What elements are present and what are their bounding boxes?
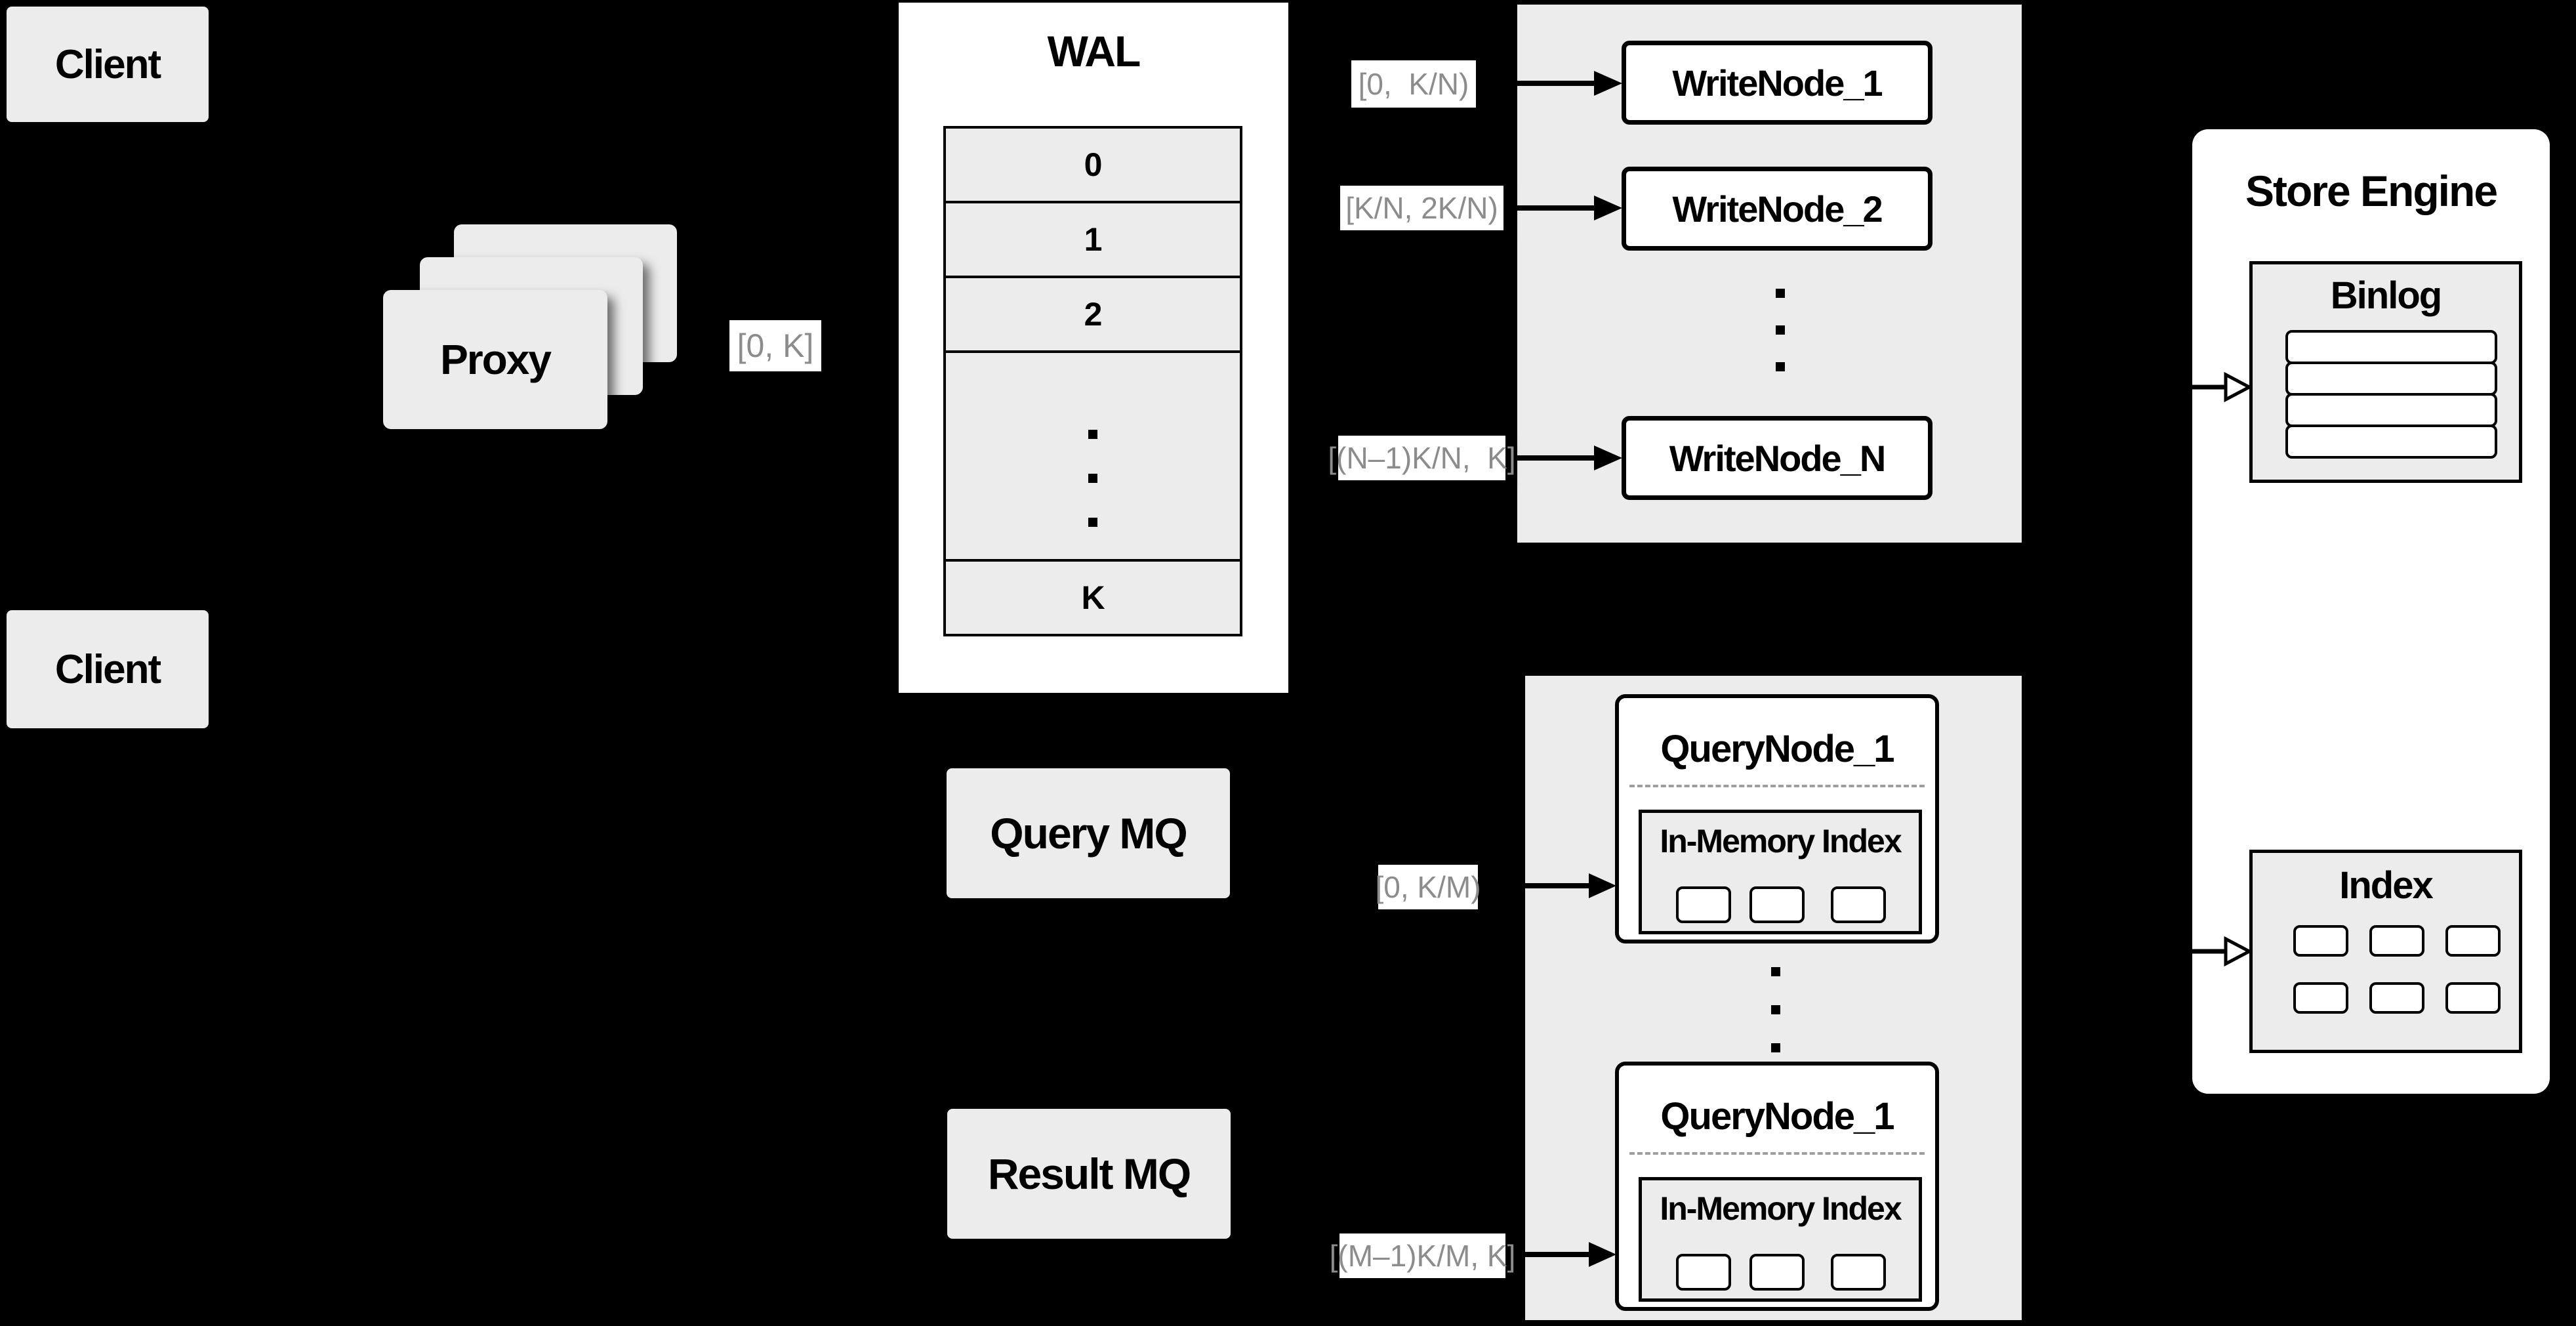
index-segment-square (1831, 886, 1886, 923)
query-node-2-separator (1629, 1152, 1925, 1155)
wal-segment-table: 0 1 2 K (943, 126, 1242, 636)
wal-segment-row: K (943, 559, 1242, 636)
write-node-n: WriteNode_N (1622, 416, 1932, 500)
wal-title: WAL (1047, 27, 1141, 75)
index-segment-square (1749, 1254, 1805, 1291)
query-node-1-title: QueryNode_1 (1660, 728, 1894, 770)
index-segment-square (1831, 1254, 1886, 1291)
index-segment-square (1749, 886, 1805, 923)
index-box: Index (2249, 850, 2522, 1053)
wal-vertical-ellipsis-icon (1088, 430, 1097, 527)
index-file-square (2369, 925, 2424, 957)
proxy-card-front: Proxy (383, 290, 607, 429)
query-node-1-separator (1629, 785, 1925, 787)
binlog-row (2285, 362, 2497, 396)
index-file-square (2445, 925, 2501, 957)
inmemory-index-title: In-Memory Index (1660, 1190, 1902, 1227)
index-file-square (2293, 925, 2348, 957)
index-segment-square (1676, 1254, 1731, 1291)
querynode-vertical-ellipsis-icon (1771, 967, 1780, 1052)
client-top-box: Client (7, 7, 209, 122)
index-title: Index (2339, 864, 2434, 907)
arrow-to-writenode-2 (1515, 196, 1622, 220)
query-node-2: QueryNode_1 In-Memory Index (1615, 1062, 1939, 1311)
query-node-1: QueryNode_1 In-Memory Index (1615, 694, 1939, 943)
arrow-to-writenode-n (1515, 445, 1622, 470)
wal-segment-row: 0 (943, 126, 1242, 203)
index-file-square (2445, 982, 2501, 1014)
index-file-square (2369, 982, 2424, 1014)
binlog-title: Binlog (2330, 274, 2442, 317)
index-file-square (2293, 982, 2348, 1014)
store-engine-title: Store Engine (2245, 167, 2498, 215)
binlog-row (2285, 425, 2497, 459)
wal-segment-row: 2 (943, 276, 1242, 353)
write-range-label-3: [(N–1)K/N, K] (1328, 436, 1516, 480)
query-node-1-inmemory-index: In-Memory Index (1639, 810, 1922, 934)
binlog-row (2285, 330, 2497, 364)
wal-panel: WAL 0 1 2 K (899, 3, 1288, 693)
arrow-to-binlog (2190, 371, 2253, 403)
client-bottom-box: Client (7, 610, 209, 728)
write-range-label-1: [0, K/N) (1351, 60, 1476, 108)
writenode-vertical-ellipsis-icon (1776, 289, 1785, 371)
write-node-2: WriteNode_2 (1622, 167, 1932, 251)
query-mq-box: Query MQ (947, 768, 1230, 898)
arrow-to-querynode-2 (1524, 1242, 1616, 1267)
wal-segment-row: 1 (943, 201, 1242, 278)
binlog-rows (2285, 330, 2497, 459)
query-node-2-inmemory-index: In-Memory Index (1639, 1177, 1922, 1302)
write-node-1: WriteNode_1 (1622, 41, 1932, 125)
store-engine-panel: Store Engine Binlog Index (2192, 129, 2550, 1094)
arrow-to-writenode-1 (1515, 71, 1622, 96)
result-mq-box: Result MQ (947, 1109, 1231, 1239)
write-range-label-2: [K/N, 2K/N) (1340, 186, 1503, 230)
binlog-row (2285, 393, 2497, 427)
arrow-to-querynode-1 (1524, 873, 1616, 898)
query-range-label-1: [0, K/M) (1375, 865, 1481, 909)
index-segment-square (1676, 886, 1731, 923)
query-node-2-title: QueryNode_1 (1660, 1095, 1894, 1138)
query-range-label-2: [(M–1)K/M, K] (1330, 1233, 1515, 1278)
proxy-range-label: [0, K] (729, 320, 821, 371)
arrow-to-index (2190, 936, 2253, 967)
binlog-box: Binlog (2249, 261, 2522, 483)
inmemory-index-title: In-Memory Index (1660, 823, 1902, 860)
